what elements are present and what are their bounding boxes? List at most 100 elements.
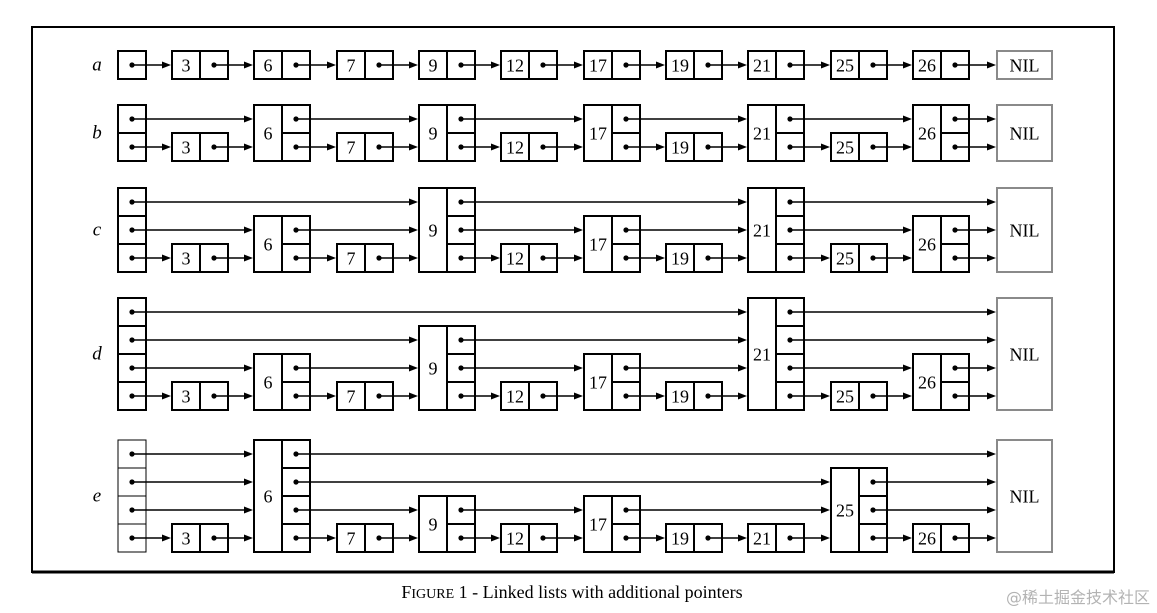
arrowhead	[903, 392, 912, 400]
pointer-dot	[376, 393, 382, 399]
pointer-dot	[211, 393, 217, 399]
arrowhead	[903, 115, 912, 123]
pointer-dot	[540, 144, 546, 150]
pointer-arrow	[129, 364, 253, 372]
node-key-cell	[418, 187, 448, 273]
pointer-arrow	[293, 143, 336, 151]
pointer-arrow	[787, 198, 996, 206]
figure-caption-label: FIGURE	[401, 582, 455, 602]
node-17: 17	[583, 104, 641, 162]
node-6: 6	[253, 215, 311, 273]
node-key-cell	[253, 50, 283, 80]
nil-box	[996, 50, 1053, 80]
node-key-cell	[912, 523, 942, 553]
arrowhead	[574, 506, 583, 514]
row-label: d	[92, 344, 102, 365]
pointer-arrow	[458, 115, 583, 123]
pointer-arrow	[952, 392, 996, 400]
arrowhead	[574, 534, 583, 542]
pointer-dot	[458, 255, 464, 261]
node-key-label: 6	[264, 123, 273, 143]
node-key-label: 19	[671, 248, 689, 268]
arrowhead	[409, 115, 418, 123]
head-node	[117, 297, 147, 411]
pointer-arrow	[129, 534, 171, 542]
arrowhead	[574, 364, 583, 372]
pointer-arrow	[129, 143, 171, 151]
arrowhead	[656, 392, 665, 400]
node-key-label: 9	[429, 514, 438, 534]
node-key-cell	[336, 50, 366, 80]
pointer-dot	[787, 535, 793, 541]
arrowhead	[574, 143, 583, 151]
pointer-dot	[952, 227, 958, 233]
pointer-dot	[129, 255, 135, 261]
node-9: 9	[418, 495, 476, 553]
arrowhead	[162, 534, 171, 542]
node-17: 17	[583, 495, 641, 553]
pointer-arrow	[787, 364, 912, 372]
arrowhead	[491, 143, 500, 151]
pointer-dot	[623, 116, 629, 122]
pointer-arrow	[952, 534, 996, 542]
pointer-arrow	[870, 534, 912, 542]
pointer-dot	[623, 365, 629, 371]
arrowhead	[574, 226, 583, 234]
pointer-dot	[458, 144, 464, 150]
node-3: 3	[171, 132, 229, 162]
nil-label: NIL	[1010, 123, 1040, 143]
pointer-dot	[952, 365, 958, 371]
node-key-cell	[418, 495, 448, 553]
pointer-dot	[211, 255, 217, 261]
node-key-cell	[912, 215, 942, 273]
pointer-dot	[129, 365, 135, 371]
node-19: 19	[665, 243, 723, 273]
arrowhead	[244, 254, 253, 262]
pointer-arrow	[952, 364, 996, 372]
node-key-label: 9	[429, 220, 438, 240]
pointer-arrow	[293, 450, 996, 458]
node-key-cell	[336, 381, 366, 411]
pointer-dot	[129, 479, 135, 485]
pointer-arrow	[129, 450, 253, 458]
pointer-dot	[293, 365, 299, 371]
pointer-dot	[870, 535, 876, 541]
arrowhead	[656, 534, 665, 542]
arrowhead	[738, 534, 747, 542]
pointer-arrow	[293, 534, 336, 542]
pointer-dot	[129, 507, 135, 513]
node-key-label: 25	[836, 55, 854, 75]
arrowhead	[244, 392, 253, 400]
node-key-label: 26	[918, 372, 936, 392]
pointer-dot	[705, 393, 711, 399]
arrowhead	[738, 364, 747, 372]
nil-node: NIL	[996, 297, 1053, 411]
arrowhead	[244, 143, 253, 151]
head-node	[117, 104, 147, 162]
node-key-cell	[830, 243, 860, 273]
node-6: 6	[253, 353, 311, 411]
node-key-label: 26	[918, 528, 936, 548]
node-key-label: 3	[182, 248, 191, 268]
arrowhead	[244, 115, 253, 123]
nil-label: NIL	[1010, 55, 1040, 75]
pointer-arrow	[623, 392, 665, 400]
nil-box	[996, 104, 1053, 162]
node-key-label: 7	[347, 137, 356, 157]
arrowhead	[987, 478, 996, 486]
node-key-label: 7	[347, 386, 356, 406]
node-key-label: 19	[671, 386, 689, 406]
arrowhead	[987, 226, 996, 234]
pointer-arrow	[211, 143, 253, 151]
pointer-dot	[705, 62, 711, 68]
arrowhead	[491, 61, 500, 69]
arrowhead	[244, 534, 253, 542]
figure-caption-text: 1 - Linked lists with additional pointer…	[458, 582, 743, 602]
node-key-label: 3	[182, 137, 191, 157]
pointer-dot	[870, 393, 876, 399]
node-key-label: 9	[429, 123, 438, 143]
arrowhead	[244, 364, 253, 372]
